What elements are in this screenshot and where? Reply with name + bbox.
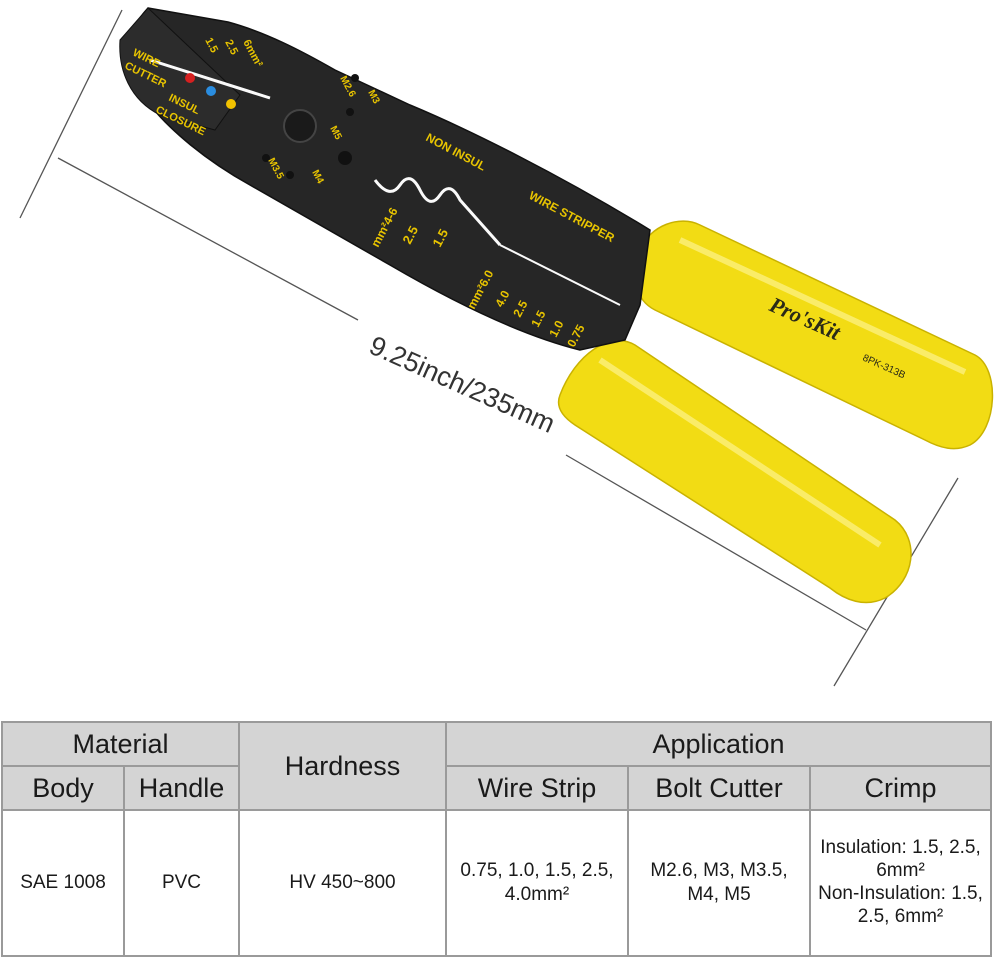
non-insul-size-2: 2.5 [399, 223, 421, 246]
crimp-value: Insulation: 1.5, 2.5, 6mm² Non-Insulatio… [808, 809, 993, 957]
bolt-cutter-value: M2.6, M3, M3.5, M4, M5 [627, 809, 811, 957]
wire-strip-header: Wire Strip [445, 765, 629, 811]
handle-value: PVC [123, 809, 240, 957]
product-illustration: WIRE CUTTER INSUL CLOSURE 1.5 2.5 6mm² M… [19, 7, 994, 687]
non-insul-size-3: 1.5 [429, 226, 451, 249]
body-value: SAE 1008 [1, 809, 125, 957]
yellow-dot-icon [226, 99, 236, 109]
handle-header: Handle [123, 765, 240, 811]
upper-handle [634, 220, 994, 450]
application-header: Application [444, 721, 993, 767]
crimp-non-insulation-value: Non-Insulation: 1.5, 2.5, 6mm² [818, 883, 983, 927]
crimp-header: Crimp [808, 765, 993, 811]
wire-strip-value: 0.75, 1.0, 1.5, 2.5, 4.0mm² [445, 809, 629, 957]
blue-dot-icon [206, 86, 216, 96]
body-header: Body [1, 765, 125, 811]
bolt-cutter-header: Bolt Cutter [627, 765, 811, 811]
material-header: Material [1, 721, 240, 767]
hardness-value: HV 450~800 [238, 809, 447, 957]
red-dot-icon [185, 73, 195, 83]
spec-table: Material Hardness Application Body Handl… [1, 721, 993, 957]
hardness-header: Hardness [238, 721, 447, 811]
tool-jaw [128, 7, 651, 351]
crimp-insulation-value: Insulation: 1.5, 2.5, 6mm² [820, 837, 981, 882]
